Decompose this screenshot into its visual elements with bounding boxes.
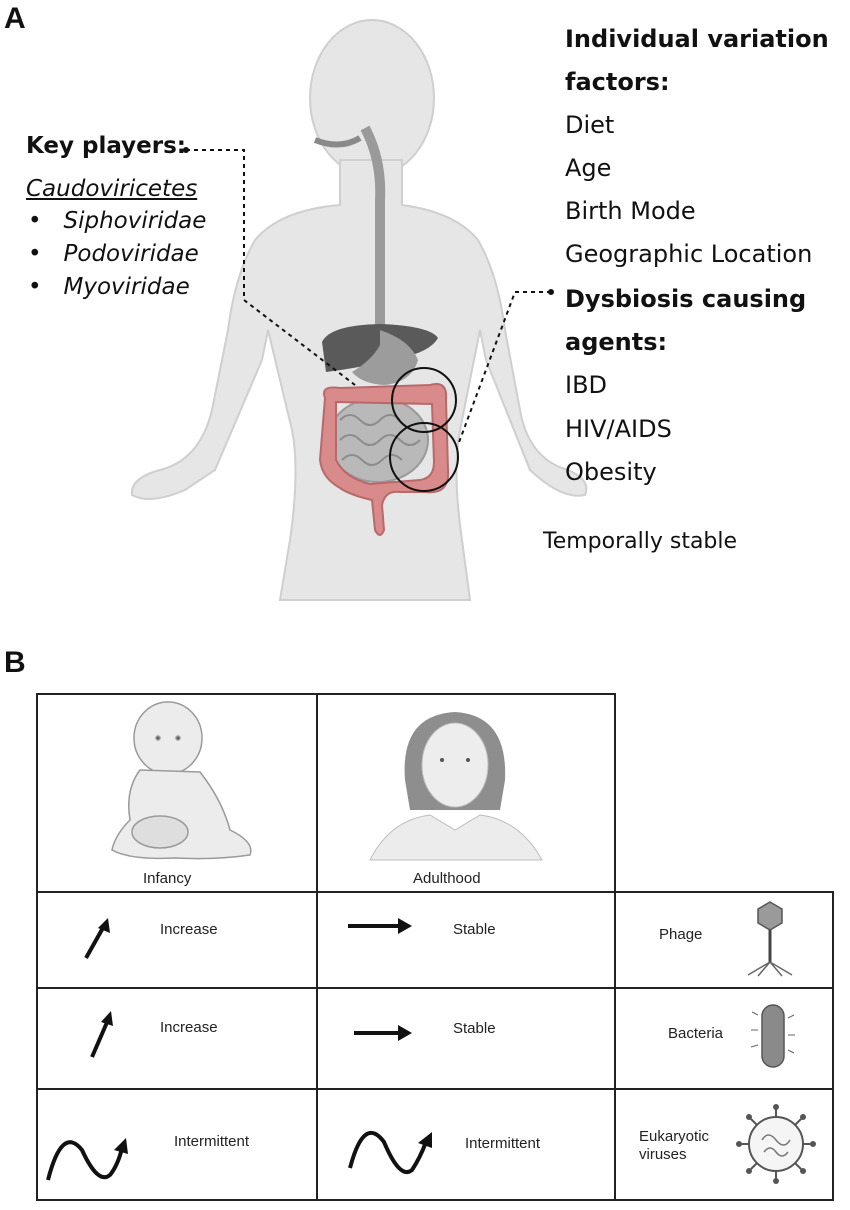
eukaryotic-virus-icon — [736, 1104, 816, 1184]
lower-colon-circle — [389, 422, 459, 492]
woman-illustration — [369, 712, 543, 861]
leader-line-right — [457, 291, 551, 446]
infant-illustration — [111, 701, 252, 860]
variation-item: Birth Mode — [565, 197, 696, 225]
dysbiosis-title: Dysbiosis causing — [565, 285, 807, 313]
column-label-infancy: Infancy — [143, 870, 192, 887]
human-anatomy-illustration — [130, 19, 588, 601]
row1-agent-label: Phage — [659, 926, 703, 943]
phage-icon — [747, 901, 793, 977]
individual-variation-title: Individual variation — [565, 25, 829, 53]
row2-infancy-trend: Increase — [160, 1019, 218, 1036]
bacteria-icon — [750, 1004, 795, 1068]
body-silhouette — [130, 19, 588, 601]
colon — [318, 383, 450, 536]
family-name: Siphoviridae — [63, 208, 207, 234]
family-name: Myoviridae — [63, 274, 190, 300]
upper-colon-circle — [391, 367, 457, 433]
arrow-right-icon — [348, 918, 412, 934]
stomach — [352, 330, 418, 385]
row1-infancy-trend: Increase — [160, 921, 218, 938]
dysbiosis-item: HIV/AIDS — [565, 415, 672, 443]
row3-adulthood-trend: Intermittent — [465, 1135, 541, 1152]
arrow-up-right-icon — [84, 918, 110, 959]
wave-arrow-icon — [46, 1138, 128, 1181]
row1-adulthood-trend: Stable — [453, 921, 496, 938]
panel-a-label: A — [4, 2, 26, 35]
arrow-right-icon — [354, 1025, 412, 1041]
arrow-up-right-icon — [90, 1011, 113, 1058]
key-players-title: Key players: — [26, 133, 187, 159]
body-rows-border — [36, 891, 834, 1201]
panel-b-label: B — [4, 646, 26, 679]
family-item: • Siphoviridae — [28, 208, 207, 234]
dysbiosis-title-2: agents: — [565, 328, 668, 356]
row3-infancy-trend: Intermittent — [174, 1133, 250, 1150]
dysbiosis-item: IBD — [565, 371, 608, 399]
family-item: • Myoviridae — [28, 274, 190, 300]
variation-item: Age — [565, 154, 612, 182]
family-item: • Podoviridae — [28, 241, 199, 267]
row3-agent-label-2: viruses — [639, 1146, 687, 1163]
row2-agent-label: Bacteria — [668, 1025, 724, 1042]
temporally-stable-note: Temporally stable — [543, 529, 738, 554]
header-row-border — [36, 693, 616, 893]
esophagus — [360, 125, 386, 330]
caudoviricetes-label: Caudoviricetes — [26, 176, 198, 202]
variation-item: Geographic Location — [565, 240, 813, 268]
column-label-adulthood: Adulthood — [413, 870, 481, 887]
row2-adulthood-trend: Stable — [453, 1020, 496, 1037]
row3-agent-label-1: Eukaryotic — [639, 1128, 710, 1145]
dysbiosis-item: Obesity — [565, 458, 657, 486]
variation-item: Diet — [565, 111, 615, 139]
wave-arrow-icon — [348, 1130, 432, 1174]
individual-variation-title-2: factors: — [565, 68, 670, 96]
family-name: Podoviridae — [63, 241, 199, 267]
